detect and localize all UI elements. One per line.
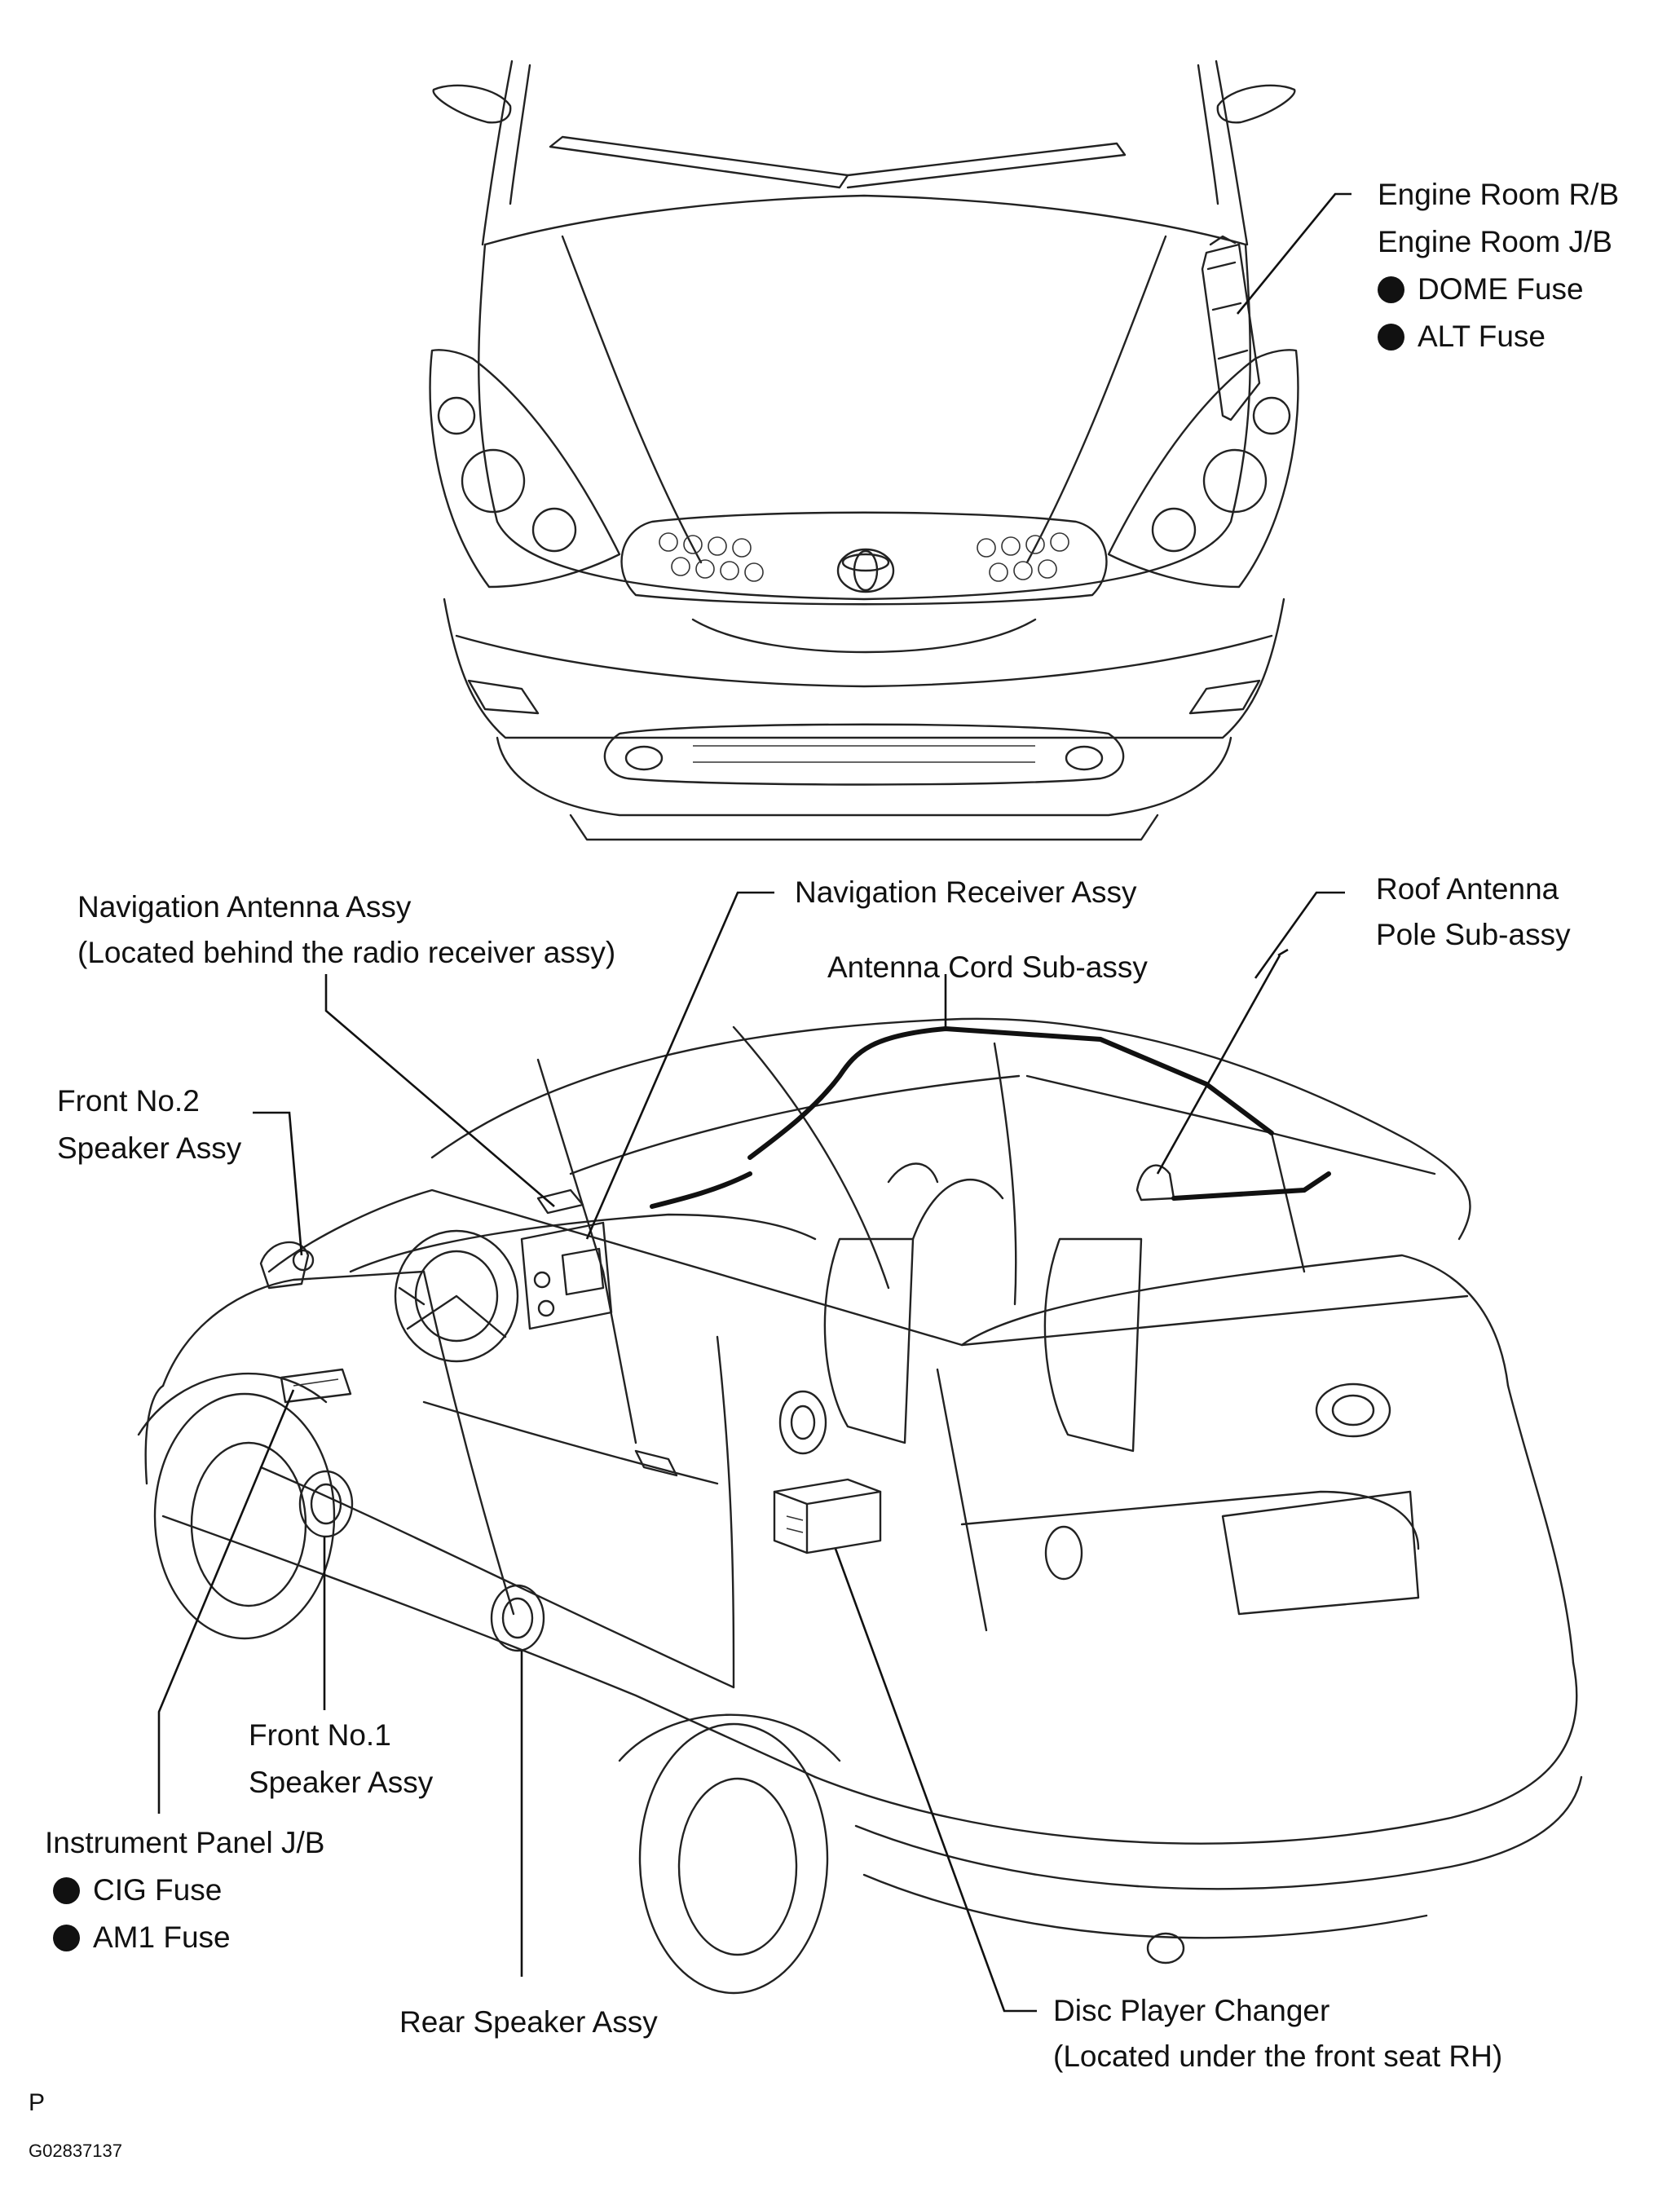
disc-player-label: Disc Player Changer bbox=[1053, 1994, 1330, 2027]
nav-antenna-label: Navigation Antenna Assy bbox=[77, 890, 412, 924]
figure-code: G02837137 bbox=[29, 2141, 122, 2161]
front-no2-label: Front No.2 bbox=[57, 1084, 200, 1118]
engine-room-rb-label: Engine Room R/B bbox=[1378, 178, 1620, 211]
disc-player-location-label: (Located under the front seat RH) bbox=[1053, 2039, 1503, 2073]
bullet-icon bbox=[1378, 276, 1404, 303]
footer-letter: P bbox=[29, 2089, 46, 2116]
alt-fuse-item: ALT Fuse bbox=[1378, 313, 1546, 360]
side-view-car bbox=[137, 948, 1583, 1995]
leader-lines bbox=[157, 192, 1351, 2013]
bullet-icon bbox=[1378, 323, 1404, 351]
instrument-panel-jb-label: Instrument Panel J/B bbox=[45, 1826, 325, 1859]
bullet-icon bbox=[53, 1876, 80, 1904]
cig-fuse-item: CIG Fuse bbox=[53, 1867, 222, 1914]
rear-speaker-label: Rear Speaker Assy bbox=[399, 2005, 658, 2039]
roof-antenna-pole-label: Pole Sub-assy bbox=[1376, 918, 1571, 951]
front-view-car bbox=[429, 60, 1299, 841]
engine-room-jb-label: Engine Room J/B bbox=[1378, 225, 1612, 258]
am1-fuse-label: AM1 Fuse bbox=[93, 1920, 231, 1954]
dome-fuse-item: DOME Fuse bbox=[1378, 266, 1584, 313]
nav-receiver-label: Navigation Receiver Assy bbox=[795, 875, 1137, 909]
bullet-icon bbox=[53, 1924, 80, 1951]
nav-antenna-location-label: (Located behind the radio receiver assy) bbox=[77, 936, 616, 969]
antenna-cord-label: Antenna Cord Sub-assy bbox=[827, 950, 1148, 984]
front-no1-speaker-label: Speaker Assy bbox=[249, 1766, 434, 1799]
front-no2-speaker-label: Speaker Assy bbox=[57, 1131, 242, 1165]
front-no1-label: Front No.1 bbox=[249, 1718, 391, 1752]
roof-antenna-label: Roof Antenna bbox=[1376, 872, 1559, 906]
cig-fuse-label: CIG Fuse bbox=[93, 1873, 223, 1907]
alt-fuse-label: ALT Fuse bbox=[1418, 320, 1546, 353]
dome-fuse-label: DOME Fuse bbox=[1418, 272, 1584, 306]
am1-fuse-item: AM1 Fuse bbox=[53, 1914, 231, 1961]
